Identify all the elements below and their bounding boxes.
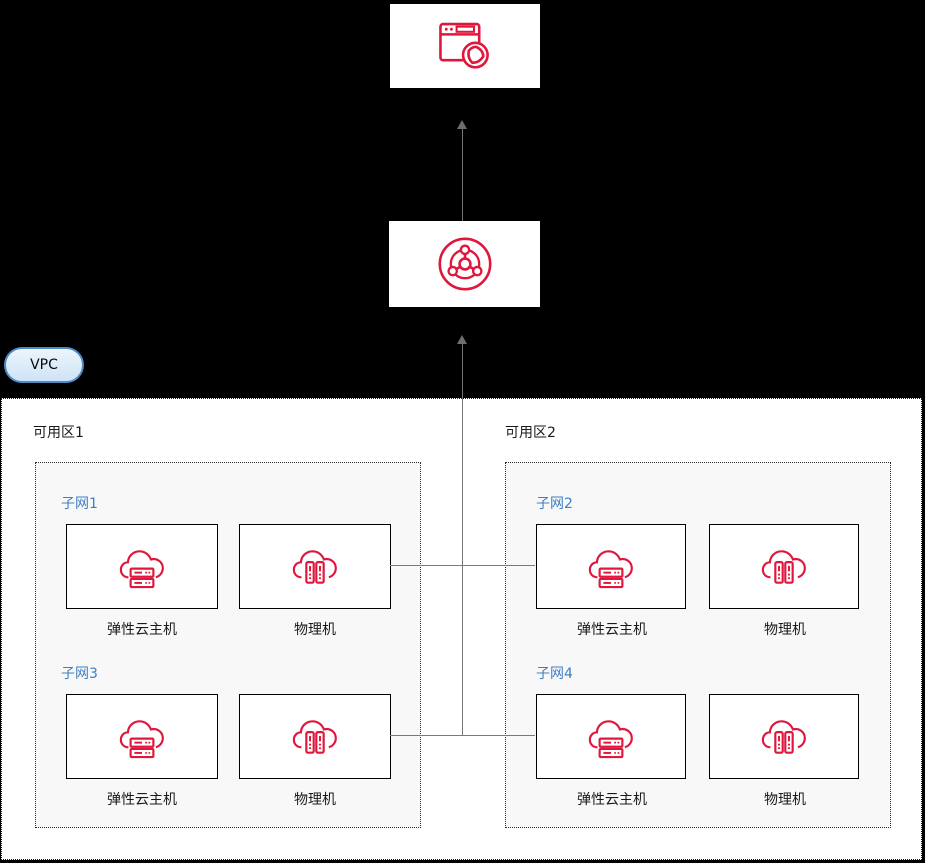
browser-globe-icon (434, 15, 496, 77)
cloud-server-caption: 弹性云主机 (107, 622, 177, 638)
cloud-server-icon (585, 541, 637, 593)
physical-machine-caption: 物理机 (294, 622, 336, 638)
zone2-subnet2-physical-machine (709, 524, 859, 609)
subnet3-label: 子网3 (61, 666, 98, 682)
vpc-badge-label: VPC (30, 357, 58, 373)
cloud-physical-machine-icon (758, 711, 810, 763)
availability-zone-1: 子网1 弹性云主机 物理机 子网3 弹性云主机 物理机 (35, 462, 421, 828)
zone2-subnet2-cloud-server (536, 524, 686, 609)
zone2-label: 可用区2 (505, 425, 556, 441)
subnet4-label: 子网4 (536, 666, 573, 682)
load-balancer-node (389, 221, 540, 307)
arrow-up-icon (457, 120, 467, 129)
zone2-subnet4-cloud-server (536, 694, 686, 779)
subnet1-label: 子网1 (61, 496, 98, 512)
zone2-subnet4-physical-machine (709, 694, 859, 779)
connector-elb-to-internet (462, 129, 463, 221)
arrow-up-icon (457, 335, 467, 344)
internet-node (390, 4, 540, 88)
cloud-physical-machine-icon (758, 541, 810, 593)
physical-machine-caption: 物理机 (764, 622, 806, 638)
connector-vpc-to-elb (462, 344, 463, 736)
cloud-server-caption: 弹性云主机 (577, 792, 647, 808)
zone1-subnet3-physical-machine (239, 694, 391, 779)
zone1-subnet1-physical-machine (239, 524, 391, 609)
load-balancer-icon (434, 233, 496, 295)
cloud-server-caption: 弹性云主机 (577, 622, 647, 638)
physical-machine-caption: 物理机 (294, 792, 336, 808)
availability-zone-2: 子网2 弹性云主机 物理机 子网4 弹性云主机 物理机 (505, 462, 891, 828)
cloud-physical-machine-icon (289, 541, 341, 593)
subnet2-label: 子网2 (536, 496, 573, 512)
physical-machine-caption: 物理机 (764, 792, 806, 808)
vpc-badge: VPC (4, 347, 84, 383)
cloud-server-caption: 弹性云主机 (107, 792, 177, 808)
zone1-label: 可用区1 (33, 425, 84, 441)
zone1-subnet1-cloud-server (66, 524, 218, 609)
cloud-server-icon (585, 711, 637, 763)
cloud-physical-machine-icon (289, 711, 341, 763)
cloud-server-icon (116, 711, 168, 763)
zone1-subnet3-cloud-server (66, 694, 218, 779)
cloud-server-icon (116, 541, 168, 593)
